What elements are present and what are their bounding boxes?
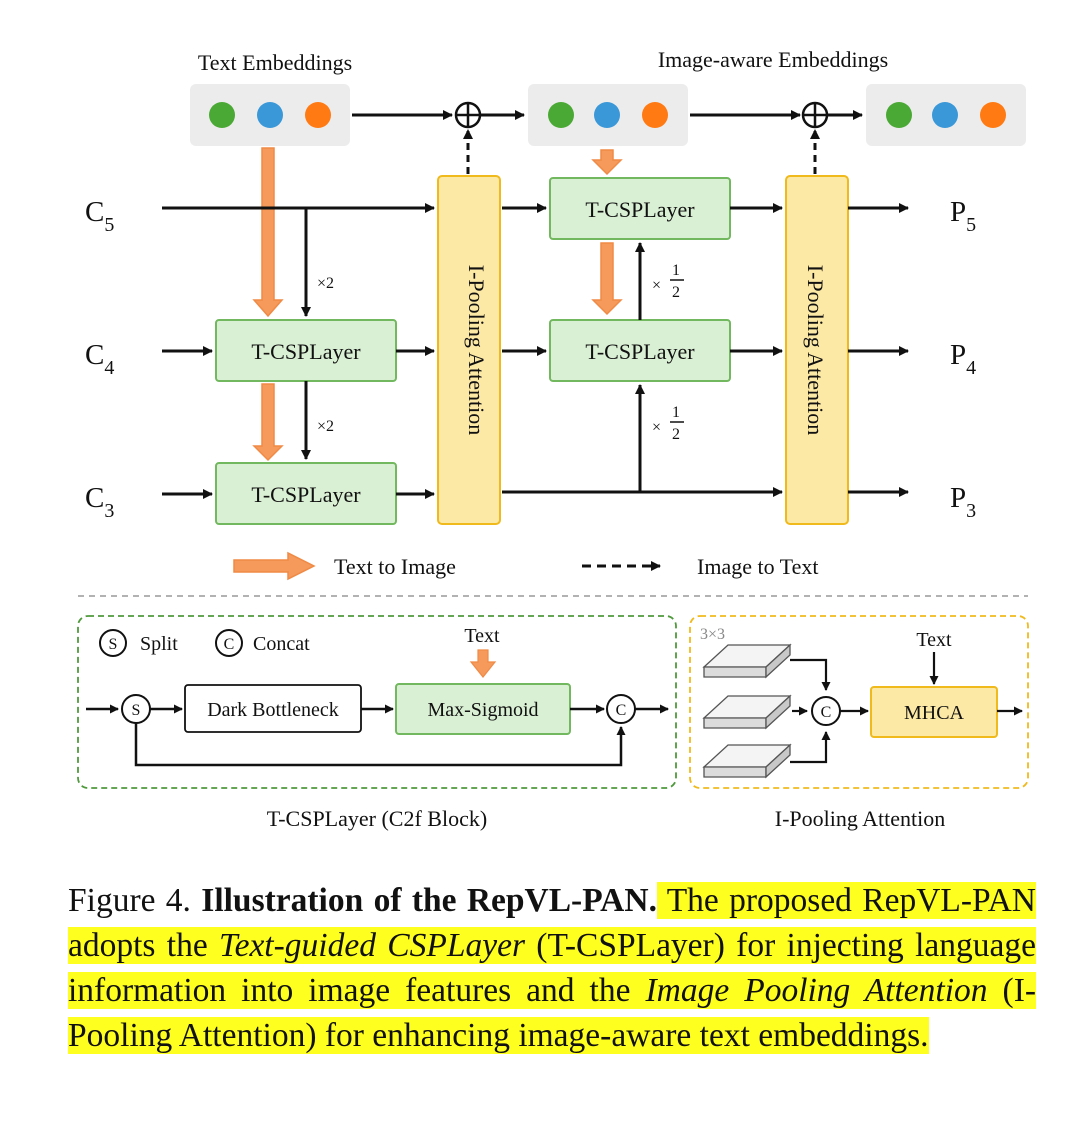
i-pooling-attention-block-1 — [437, 175, 501, 525]
kernel-size-label: 3×3 — [700, 626, 725, 643]
text-to-image-arrow — [252, 383, 284, 462]
flow-arrow — [790, 731, 831, 764]
caption-title: Illustration of the RepVL-PAN. — [201, 882, 657, 919]
output-p4-label: P4 — [950, 339, 976, 379]
embedding-dot-green — [886, 102, 912, 128]
half-numerator: 1 — [672, 404, 680, 421]
text-input-label: Text — [464, 625, 500, 647]
input-c4-label: C4 — [85, 339, 114, 379]
repvl-pan-diagram: Text Embeddings Image-aware Embeddings — [77, 47, 1029, 831]
embedding-dot-green — [209, 102, 235, 128]
upsample-x2-label: ×2 — [317, 418, 334, 435]
half-numerator: 1 — [672, 262, 680, 279]
i-pooling-attention-label: I-Pooling Attention — [803, 265, 828, 436]
embedding-dot-green — [548, 102, 574, 128]
add-node-icon — [801, 101, 829, 129]
text-to-image-arrow — [252, 147, 284, 318]
caption-ipool-term: Image Pooling Attention — [645, 972, 988, 1009]
embedding-dot-blue — [932, 102, 958, 128]
caption-part-2: (T-CSPLayer) for injecting language info… — [68, 927, 1036, 1009]
text-embeddings-label: Text Embeddings — [198, 50, 352, 75]
caption-part-1: The proposed RepVL-PAN adopts the — [68, 882, 1036, 964]
embedding-dot-orange — [980, 102, 1006, 128]
text-to-image-legend-arrow — [233, 551, 316, 581]
caption-part-3: (I-Pooling Attention) for enhancing imag… — [68, 972, 1037, 1054]
skip-connection-arrow — [134, 723, 626, 767]
concat-symbol-icon — [215, 629, 243, 657]
pooled-feature-map-icon — [702, 643, 792, 679]
i-pooling-detail-panel — [689, 615, 1029, 789]
downsample-half-label: × — [652, 419, 661, 436]
concat-node-text: C — [821, 704, 832, 721]
image-aware-embeddings-label: Image-aware Embeddings — [658, 47, 888, 72]
split-node-text: S — [132, 702, 141, 719]
pooled-feature-map-icon — [702, 694, 792, 730]
output-p5-label: P5 — [950, 196, 976, 236]
mhca-label: MHCA — [904, 702, 965, 724]
image-aware-embeddings-group — [528, 84, 688, 146]
add-node-icon — [454, 101, 482, 129]
split-symbol-text: S — [109, 636, 118, 653]
output-p3-label: P3 — [950, 482, 976, 522]
text-to-image-arrow — [469, 649, 497, 678]
t-csp-layer-label: T-CSPLayer — [251, 339, 361, 364]
t-csp-layer-label: T-CSPLayer — [585, 339, 695, 364]
concat-symbol-text: C — [224, 636, 235, 653]
input-c3-label: C3 — [85, 482, 114, 522]
i-pooling-attention-label: I-Pooling Attention — [464, 265, 489, 436]
i-pooling-detail-title: I-Pooling Attention — [775, 806, 946, 831]
split-symbol-icon — [99, 629, 127, 657]
t-csp-detail-title: T-CSPLayer (C2f Block) — [267, 806, 487, 831]
concat-legend-label: Concat — [253, 633, 310, 655]
downsample-half-label: × — [652, 277, 661, 294]
split-legend-label: Split — [140, 633, 178, 655]
dark-bottleneck-label: Dark Bottleneck — [207, 699, 339, 721]
max-sigmoid-label: Max-Sigmoid — [427, 699, 538, 721]
legend-text-to-image: Text to Image — [334, 554, 456, 579]
flow-arrow — [790, 658, 831, 691]
embedding-dot-orange — [642, 102, 668, 128]
embedding-dot-blue — [594, 102, 620, 128]
half-denominator: 2 — [672, 284, 680, 301]
legend-image-to-text: Image to Text — [697, 554, 818, 579]
caption-tcsp-term: Text-guided CSPLayer — [219, 927, 525, 964]
t-csp-layer-label: T-CSPLayer — [585, 197, 695, 222]
half-denominator: 2 — [672, 426, 680, 443]
caption-prefix: Figure 4. — [68, 882, 202, 919]
input-c5-label: C5 — [85, 196, 114, 236]
concat-node-text: C — [616, 702, 627, 719]
text-embeddings-group — [190, 84, 350, 146]
ipool-text-label: Text — [916, 629, 952, 651]
embedding-dot-blue — [257, 102, 283, 128]
upsample-x2-label: ×2 — [317, 275, 334, 292]
text-to-image-arrows — [252, 147, 623, 462]
embedding-dot-orange — [305, 102, 331, 128]
figure-caption: Figure 4. Illustration of the RepVL-PAN.… — [68, 878, 1037, 1058]
t-csp-detail-panel — [77, 615, 677, 789]
text-to-image-arrow — [591, 242, 623, 316]
output-embeddings-group — [866, 84, 1026, 146]
text-to-image-arrow — [591, 149, 623, 176]
t-csp-layer-label: T-CSPLayer — [251, 482, 361, 507]
pooled-feature-map-icon — [702, 743, 792, 779]
